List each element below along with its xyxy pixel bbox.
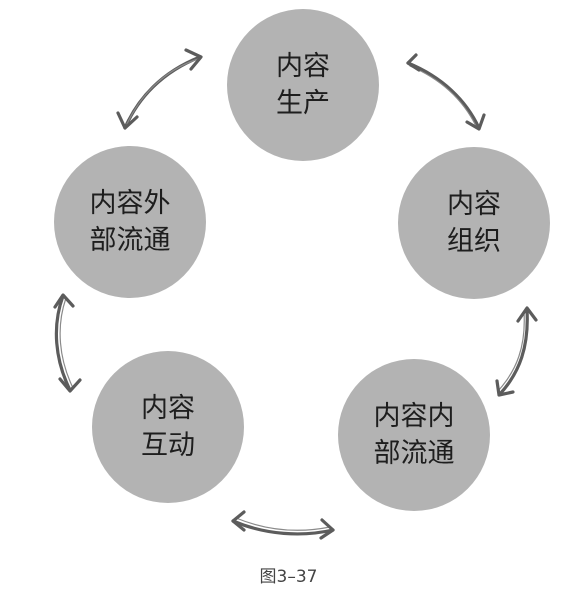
arrow-interaction-external [53, 293, 82, 393]
node-organization-circle [398, 147, 550, 299]
arrow-organization-internal [495, 306, 538, 397]
node-external-line-2: 部流通 [90, 225, 171, 256]
node-organization-line-2: 组织 [447, 226, 501, 257]
node-production-line-2: 生产 [276, 88, 330, 119]
node-external-circle [54, 146, 206, 298]
arrow-internal-interaction [231, 510, 335, 540]
node-internal-line-2: 部流通 [374, 438, 455, 469]
node-production-line-1: 内容 [276, 51, 330, 82]
node-organization-line-1: 内容 [447, 189, 501, 220]
node-external-line-1: 内容外 [90, 188, 171, 219]
arrow-external-production [116, 48, 203, 130]
arrow-production-organization [406, 53, 486, 131]
node-interaction-line-1: 内容 [141, 393, 195, 424]
figure-caption: 图3–37 [259, 567, 318, 587]
node-interaction-circle [92, 351, 244, 503]
node-internal-line-1: 内容内 [374, 401, 455, 432]
node-production-circle [227, 9, 379, 161]
node-internal-circle [338, 359, 490, 511]
node-interaction-line-2: 互动 [141, 430, 195, 461]
